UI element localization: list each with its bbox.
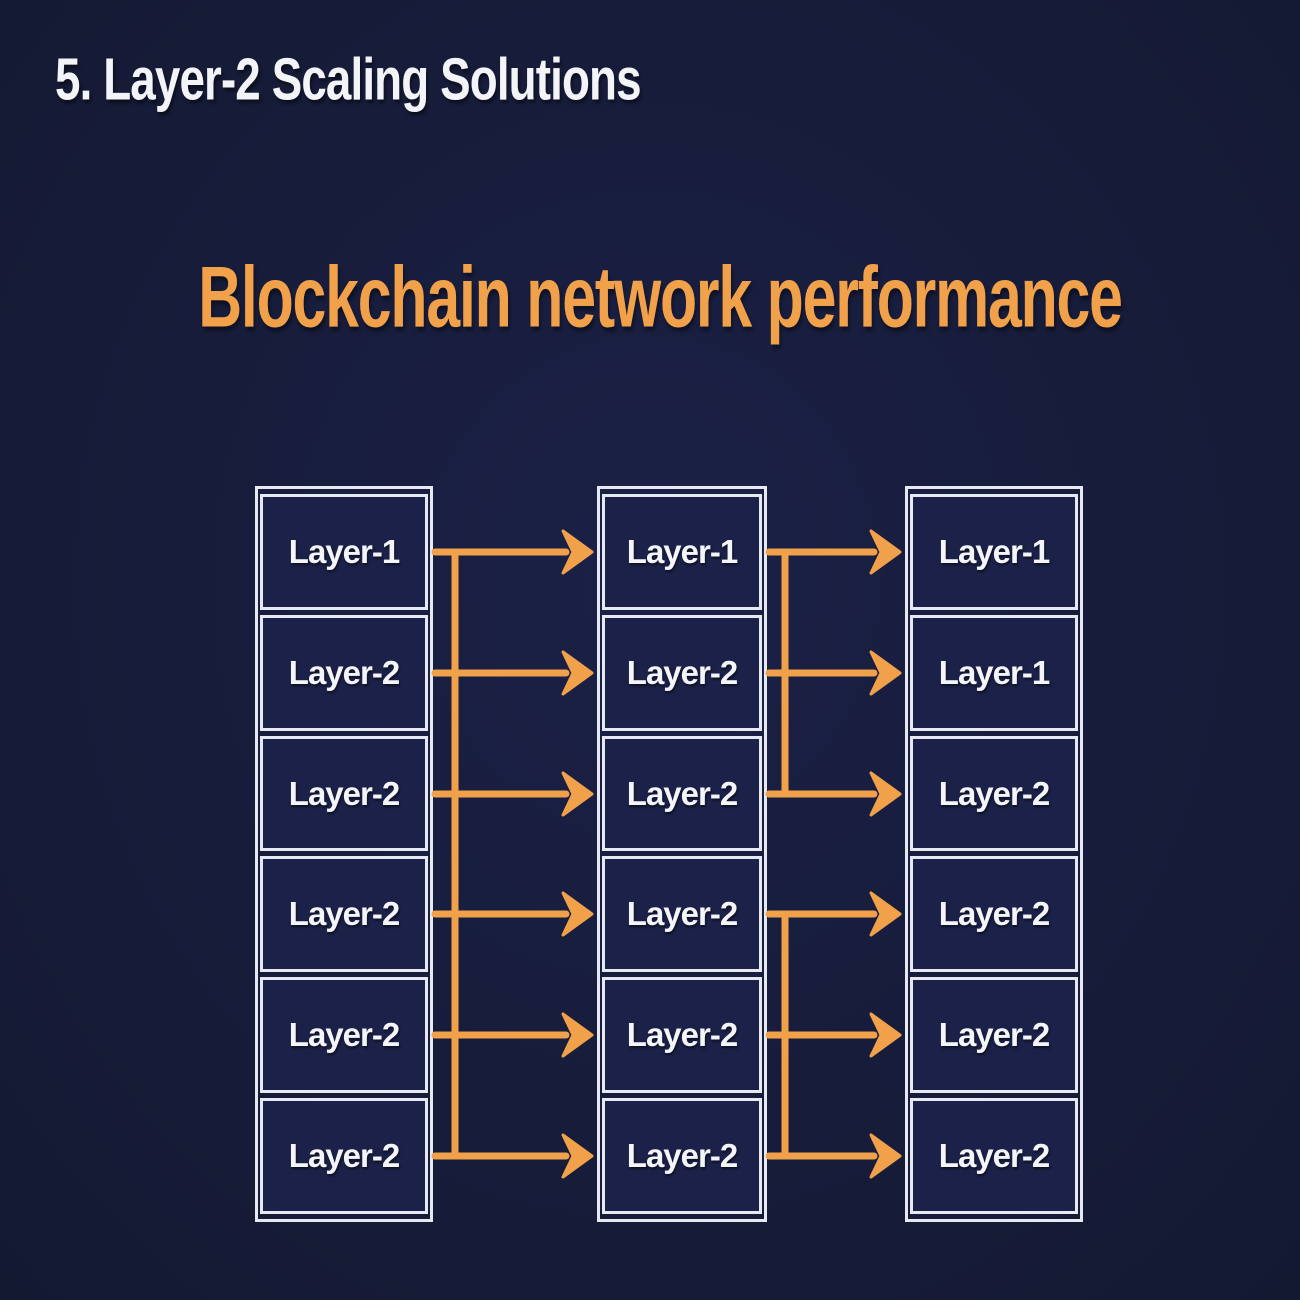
arrow-head	[561, 1012, 594, 1058]
arrow-head	[869, 529, 902, 575]
layer-box: Layer-1	[260, 494, 428, 610]
layer-box: Layer-2	[602, 614, 762, 731]
layer-box: Layer-2	[910, 977, 1078, 1094]
slide-subtitle: Blockchain network performance	[198, 249, 1123, 347]
arrow-head	[561, 650, 594, 696]
arrow-head	[561, 891, 594, 937]
arrow-head	[561, 1133, 594, 1179]
layer-box: Layer-2	[260, 856, 428, 973]
layer-box: Layer-2	[602, 856, 762, 973]
layer-box: Layer-2	[602, 977, 762, 1094]
arrow-head	[869, 1133, 902, 1179]
arrow-head	[869, 1012, 902, 1058]
layer-box: Layer-2	[260, 735, 428, 852]
layer-box: Layer-2	[910, 856, 1078, 973]
layer-box: Layer-2	[602, 735, 762, 852]
layer-box: Layer-1	[602, 494, 762, 610]
arrow-head	[561, 529, 594, 575]
arrow-head	[869, 891, 902, 937]
arrow-head	[869, 650, 902, 696]
layer-box: Layer-1	[910, 614, 1078, 731]
layer-box: Layer-2	[602, 1098, 762, 1214]
layer-box: Layer-1	[910, 494, 1078, 610]
layer-box: Layer-2	[260, 614, 428, 731]
layer-box: Layer-2	[260, 1098, 428, 1214]
layer-box: Layer-2	[910, 735, 1078, 852]
arrow-head	[561, 771, 594, 817]
layer-box: Layer-2	[260, 977, 428, 1094]
slide-title: 5. Layer-2 Scaling Solutions	[55, 47, 642, 114]
layer-box: Layer-2	[910, 1098, 1078, 1214]
arrow-head	[869, 771, 902, 817]
